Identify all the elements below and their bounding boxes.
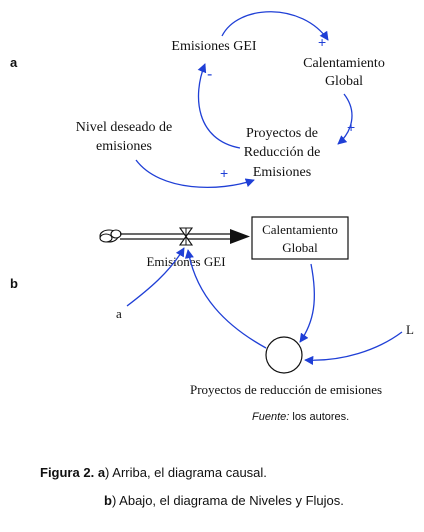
sign-emisiones-calentamiento: + [318, 34, 326, 50]
stock-flow-diagram: b Calentamiento Global Emisiones GEI Pro… [10, 216, 414, 397]
causal-diagram: a Emisiones GEI Calentamiento Global Pro… [10, 11, 385, 188]
converter-circle [265, 336, 303, 374]
link-converter-to-valve [184, 249, 267, 349]
stock-box [251, 216, 349, 260]
node-calentamiento-line2: Global [325, 74, 363, 89]
flow-label: Emisiones GEI [146, 254, 225, 269]
link-calentamiento-to-proyectos [337, 93, 353, 145]
sign-calentamiento-proyectos: + [347, 119, 355, 135]
stock-label-line2: Global [282, 240, 318, 255]
node-emisiones-gei: Emisiones GEI [171, 39, 256, 54]
node-calentamiento-line1: Calentamiento [303, 56, 385, 71]
panel-a-letter: a [10, 55, 18, 70]
source-note: Fuente: los autores. [252, 411, 349, 423]
panel-b-letter: b [10, 276, 18, 291]
node-proyectos-line3: Emisiones [253, 165, 311, 180]
sign-proyectos-emisiones: - [207, 66, 212, 83]
node-proyectos-line2: Reducción de [244, 145, 321, 160]
link-a-to-valve [126, 247, 185, 307]
node-nivel-line1: Nivel deseado de [76, 120, 172, 135]
link-stock-to-converter [299, 263, 316, 343]
caption-line-2: b) Abajo, el diagrama de Niveles y Flujo… [104, 493, 344, 508]
stock-label-line1: Calentamiento [262, 222, 338, 237]
flow-arrowhead-icon [230, 229, 250, 244]
converter-label: Proyectos de reducción de emisiones [190, 382, 382, 397]
node-nivel-line2: emisiones [96, 139, 152, 154]
link-proyectos-to-emisiones [197, 63, 241, 149]
link-nivel-to-proyectos [135, 159, 255, 188]
caption-line-1: Figura 2. a) Arriba, el diagrama causal. [40, 465, 267, 480]
valve-icon [178, 227, 194, 246]
node-proyectos-line1: Proyectos de [246, 126, 318, 141]
link-L-to-converter [304, 331, 403, 365]
aux-L-label: L [406, 322, 414, 337]
sign-nivel-proyectos: + [220, 165, 228, 181]
aux-a-label: a [116, 306, 122, 321]
link-emisiones-to-calentamiento [221, 11, 329, 41]
cloud-source-icon [99, 229, 122, 243]
